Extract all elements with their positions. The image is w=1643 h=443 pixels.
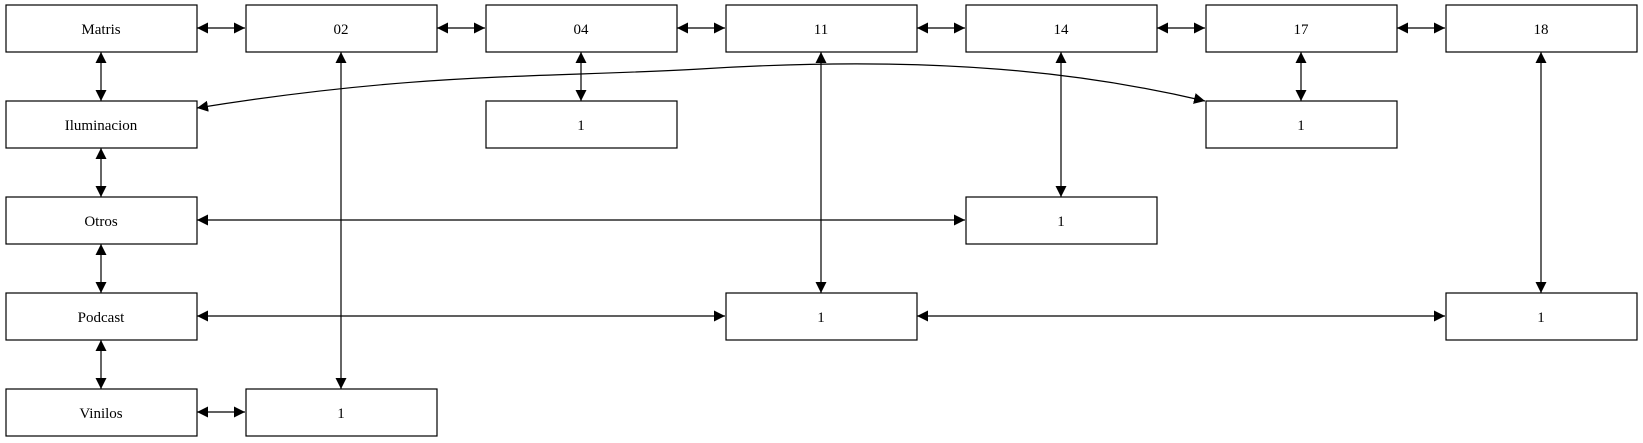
node-label: 18 <box>1534 22 1549 38</box>
node-18: 18 <box>1445 4 1638 53</box>
node-label: 1 <box>577 118 585 134</box>
edge-iluminacion-one-17 <box>196 63 1206 112</box>
node-one-18: 1 <box>1445 292 1638 341</box>
node-one-17: 1 <box>1205 100 1398 149</box>
node-14: 14 <box>965 4 1158 53</box>
node-iluminacion: Iluminacion <box>5 100 198 149</box>
node-11: 11 <box>725 4 918 53</box>
node-label: Podcast <box>78 310 125 326</box>
node-podcast: Podcast <box>5 292 198 341</box>
node-matris: Matris <box>5 4 198 53</box>
node-otros: Otros <box>5 196 198 245</box>
node-04: 04 <box>485 4 678 53</box>
node-02: 02 <box>245 4 438 53</box>
node-one-11: 1 <box>725 292 918 341</box>
node-label: 04 <box>574 22 590 38</box>
node-label: 1 <box>1057 214 1065 230</box>
node-label: Vinilos <box>79 406 122 422</box>
node-label: Iluminacion <box>65 118 138 134</box>
node-label: 11 <box>814 22 828 38</box>
nodes: Matris 02 04 11 14 17 18 Iluminacion <box>5 4 1638 437</box>
node-one-02: 1 <box>245 388 438 437</box>
node-label: 02 <box>334 22 349 38</box>
node-label: 17 <box>1294 22 1310 38</box>
node-label: Otros <box>84 214 117 230</box>
node-label: 1 <box>337 406 345 422</box>
node-17: 17 <box>1205 4 1398 53</box>
node-label: 14 <box>1054 22 1070 38</box>
edges <box>95 22 1547 418</box>
node-label: 1 <box>817 310 825 326</box>
node-label: 1 <box>1537 310 1545 326</box>
node-label: Matris <box>81 22 120 38</box>
node-vinilos: Vinilos <box>5 388 198 437</box>
node-label: 1 <box>1297 118 1305 134</box>
node-one-04: 1 <box>485 100 678 149</box>
node-one-14: 1 <box>965 196 1158 245</box>
